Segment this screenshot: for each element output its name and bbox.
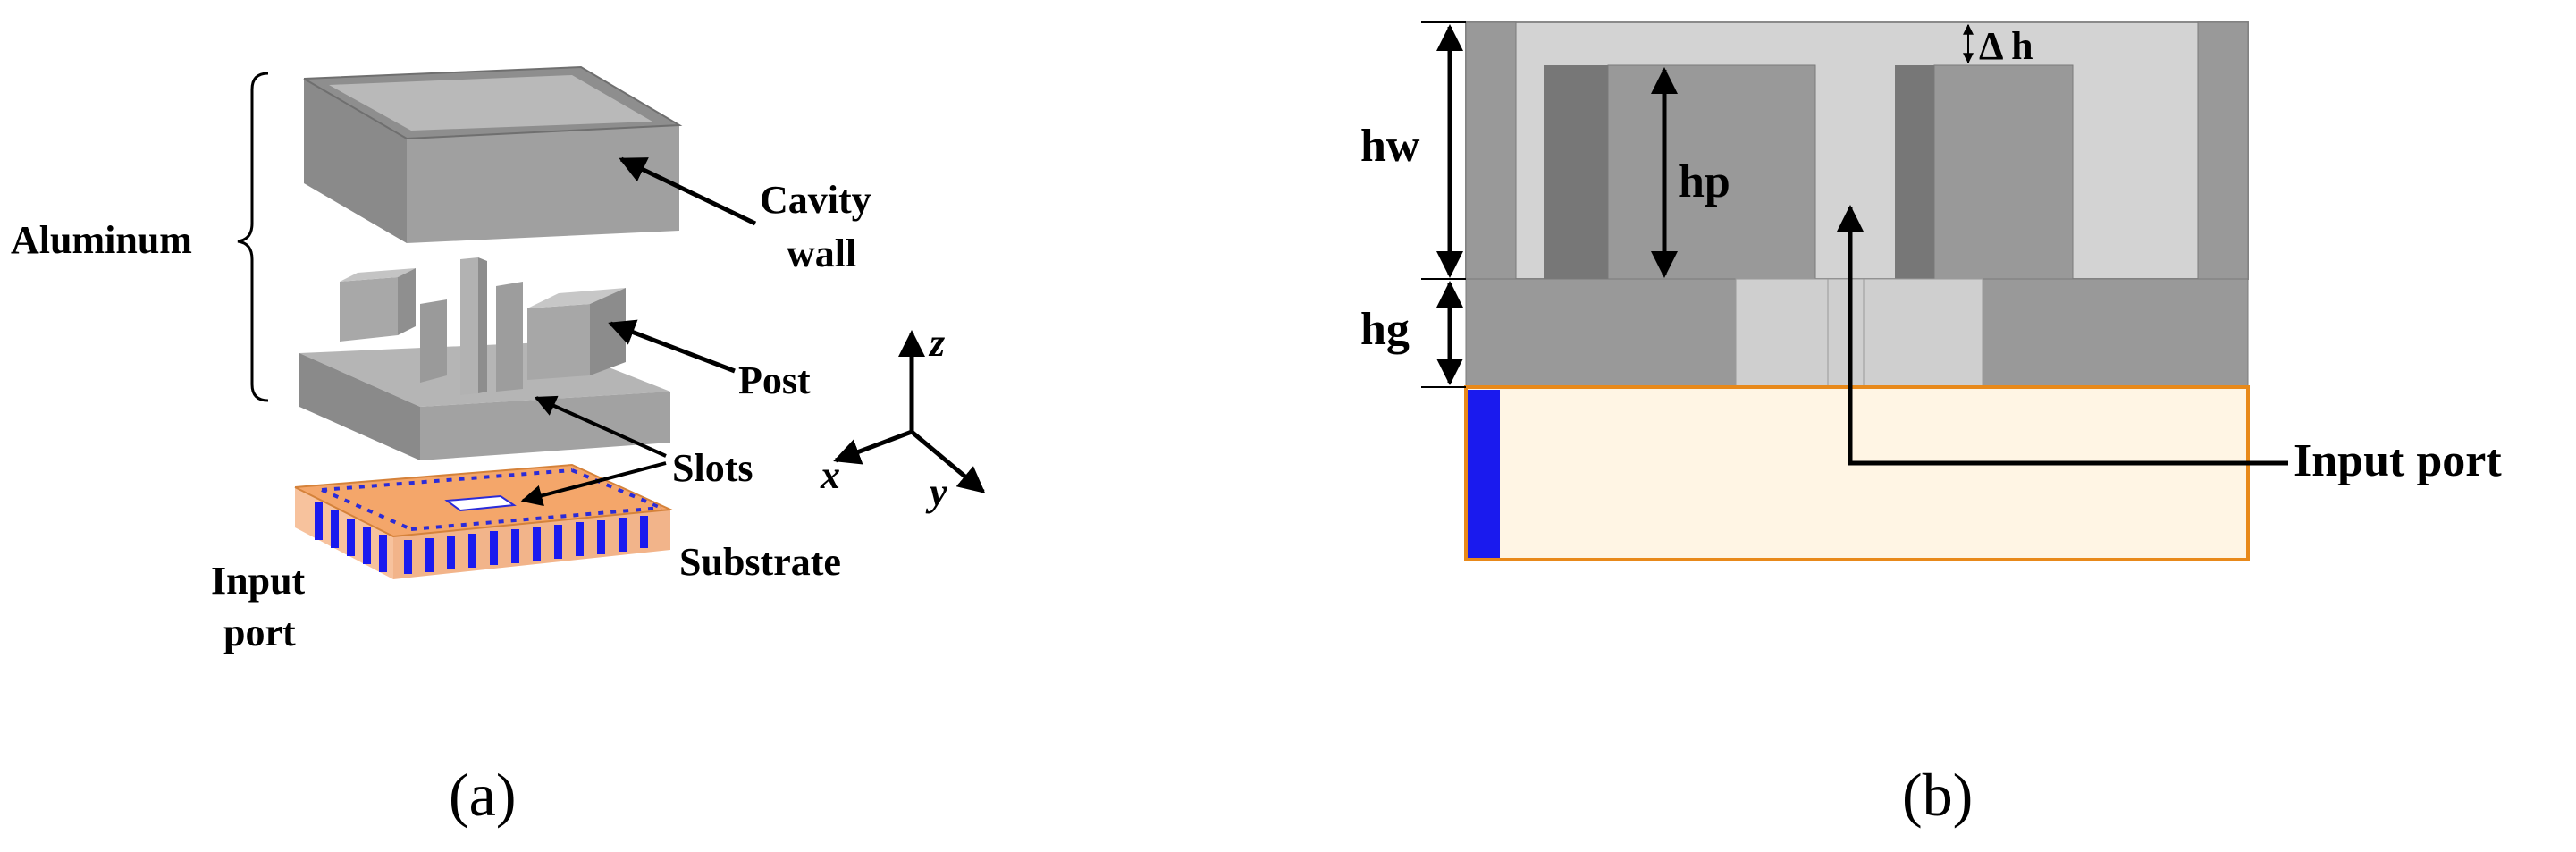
post-left [1607,64,1816,280]
substrate-region [1464,385,2250,561]
slots-arrow-1 [534,395,667,458]
substrate-label: Substrate [679,540,841,584]
axis-z-label: z [928,321,945,365]
delta-h-label: Δ h [1979,24,2033,68]
slots-label: Slots [672,446,753,490]
axis-y-label: y [925,470,947,514]
post-arrow [608,319,736,374]
axis-x-label: x [820,453,840,497]
aluminum-brace [237,72,269,402]
panel-a: Aluminum Cavity wall Post Slots Substrat… [11,65,986,829]
cavity-wall-left [1465,21,1517,280]
post-right-dark [1895,65,1934,279]
hg-label: hg [1360,304,1410,355]
slots-arrow-2 [520,461,667,507]
substrate-3d [294,463,674,579]
caption-b: (b) [1902,761,1973,829]
cavity-wall-arrow [619,156,757,226]
post-right [1933,64,2074,280]
cavity-wall-3d [303,65,683,243]
input-via [1468,390,1500,558]
caption-a: (a) [449,761,516,829]
input-port-label-line2: port [223,611,296,654]
substrate-vias [315,502,648,574]
hp-label: hp [1679,156,1730,207]
input-port-leader [1837,205,2288,466]
post-left-dark [1544,65,1608,279]
post-plate-3d [299,257,670,460]
panel-b: hw hp hg Δ h Input port (b) [1360,21,2502,829]
input-port-label-line1: Input [211,559,306,603]
coordinate-axes: z x y [820,321,986,514]
cavity-wall-label-line1: Cavity [760,178,871,222]
cavity-wall-label-line2: wall [787,232,856,275]
slot-region [1735,278,1983,388]
cavity-wall-right [2197,21,2249,280]
input-port-label: Input port [2294,435,2502,486]
aluminum-label: Aluminum [11,218,192,262]
hw-label: hw [1360,121,1420,172]
post-label: Post [738,359,811,402]
